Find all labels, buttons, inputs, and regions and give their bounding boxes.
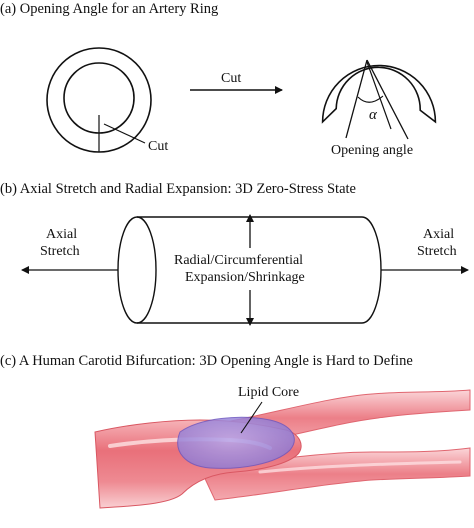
panel-c-title: (c) A Human Carotid Bifurcation: 3D Open… [0, 353, 413, 369]
axial-stretch-right-line1: Axial [423, 227, 454, 242]
axial-stretch-left-line1: Axial [46, 227, 77, 242]
axial-stretch-right-line2: Stretch [417, 244, 457, 259]
axial-arrows: Axial Stretch Axial Stretch [21, 227, 469, 274]
axial-stretch-left-line2: Stretch [40, 244, 80, 259]
cut-pointer [103, 123, 146, 144]
opened-ring-wall [321, 64, 437, 124]
radial-arrows: Radial/Circumferential Expansion/Shrinka… [174, 214, 305, 326]
radial-label-line2: Expansion/Shrinkage [185, 270, 305, 285]
opening-angle-center-line [366, 61, 392, 130]
opened-artery-ring: α Opening angle [321, 59, 437, 158]
radial-label-line1: Radial/Circumferential [174, 253, 303, 268]
panel-b: (b) Axial Stretch and Radial Expansion: … [0, 181, 469, 326]
alpha-symbol: α [369, 107, 378, 123]
intact-artery-ring: Cut [46, 47, 168, 154]
lipid-core [177, 416, 295, 469]
panel-c: (c) A Human Carotid Bifurcation: 3D Open… [0, 353, 471, 509]
carotid-bifurcation: Lipid Core [94, 385, 471, 509]
panel-b-title: (b) Axial Stretch and Radial Expansion: … [0, 181, 356, 197]
cylinder-right-end [361, 216, 382, 324]
opening-angle-right-leg [366, 59, 409, 140]
cylinder-left-end [117, 216, 157, 324]
panel-a: (a) Opening Angle for an Artery Ring Cut… [0, 1, 437, 158]
opening-angle-arc [357, 95, 384, 103]
lipid-core-label: Lipid Core [238, 385, 299, 400]
panel-a-title: (a) Opening Angle for an Artery Ring [0, 1, 218, 17]
cut-arrow: Cut [190, 71, 283, 94]
opening-angle-left-leg [345, 59, 368, 139]
opening-angle-label: Opening angle [331, 143, 413, 158]
cut-label: Cut [148, 139, 168, 154]
lipid-pointer [240, 401, 263, 434]
lower-branch-highlight [258, 460, 462, 474]
cut-arrow-label: Cut [221, 71, 241, 86]
